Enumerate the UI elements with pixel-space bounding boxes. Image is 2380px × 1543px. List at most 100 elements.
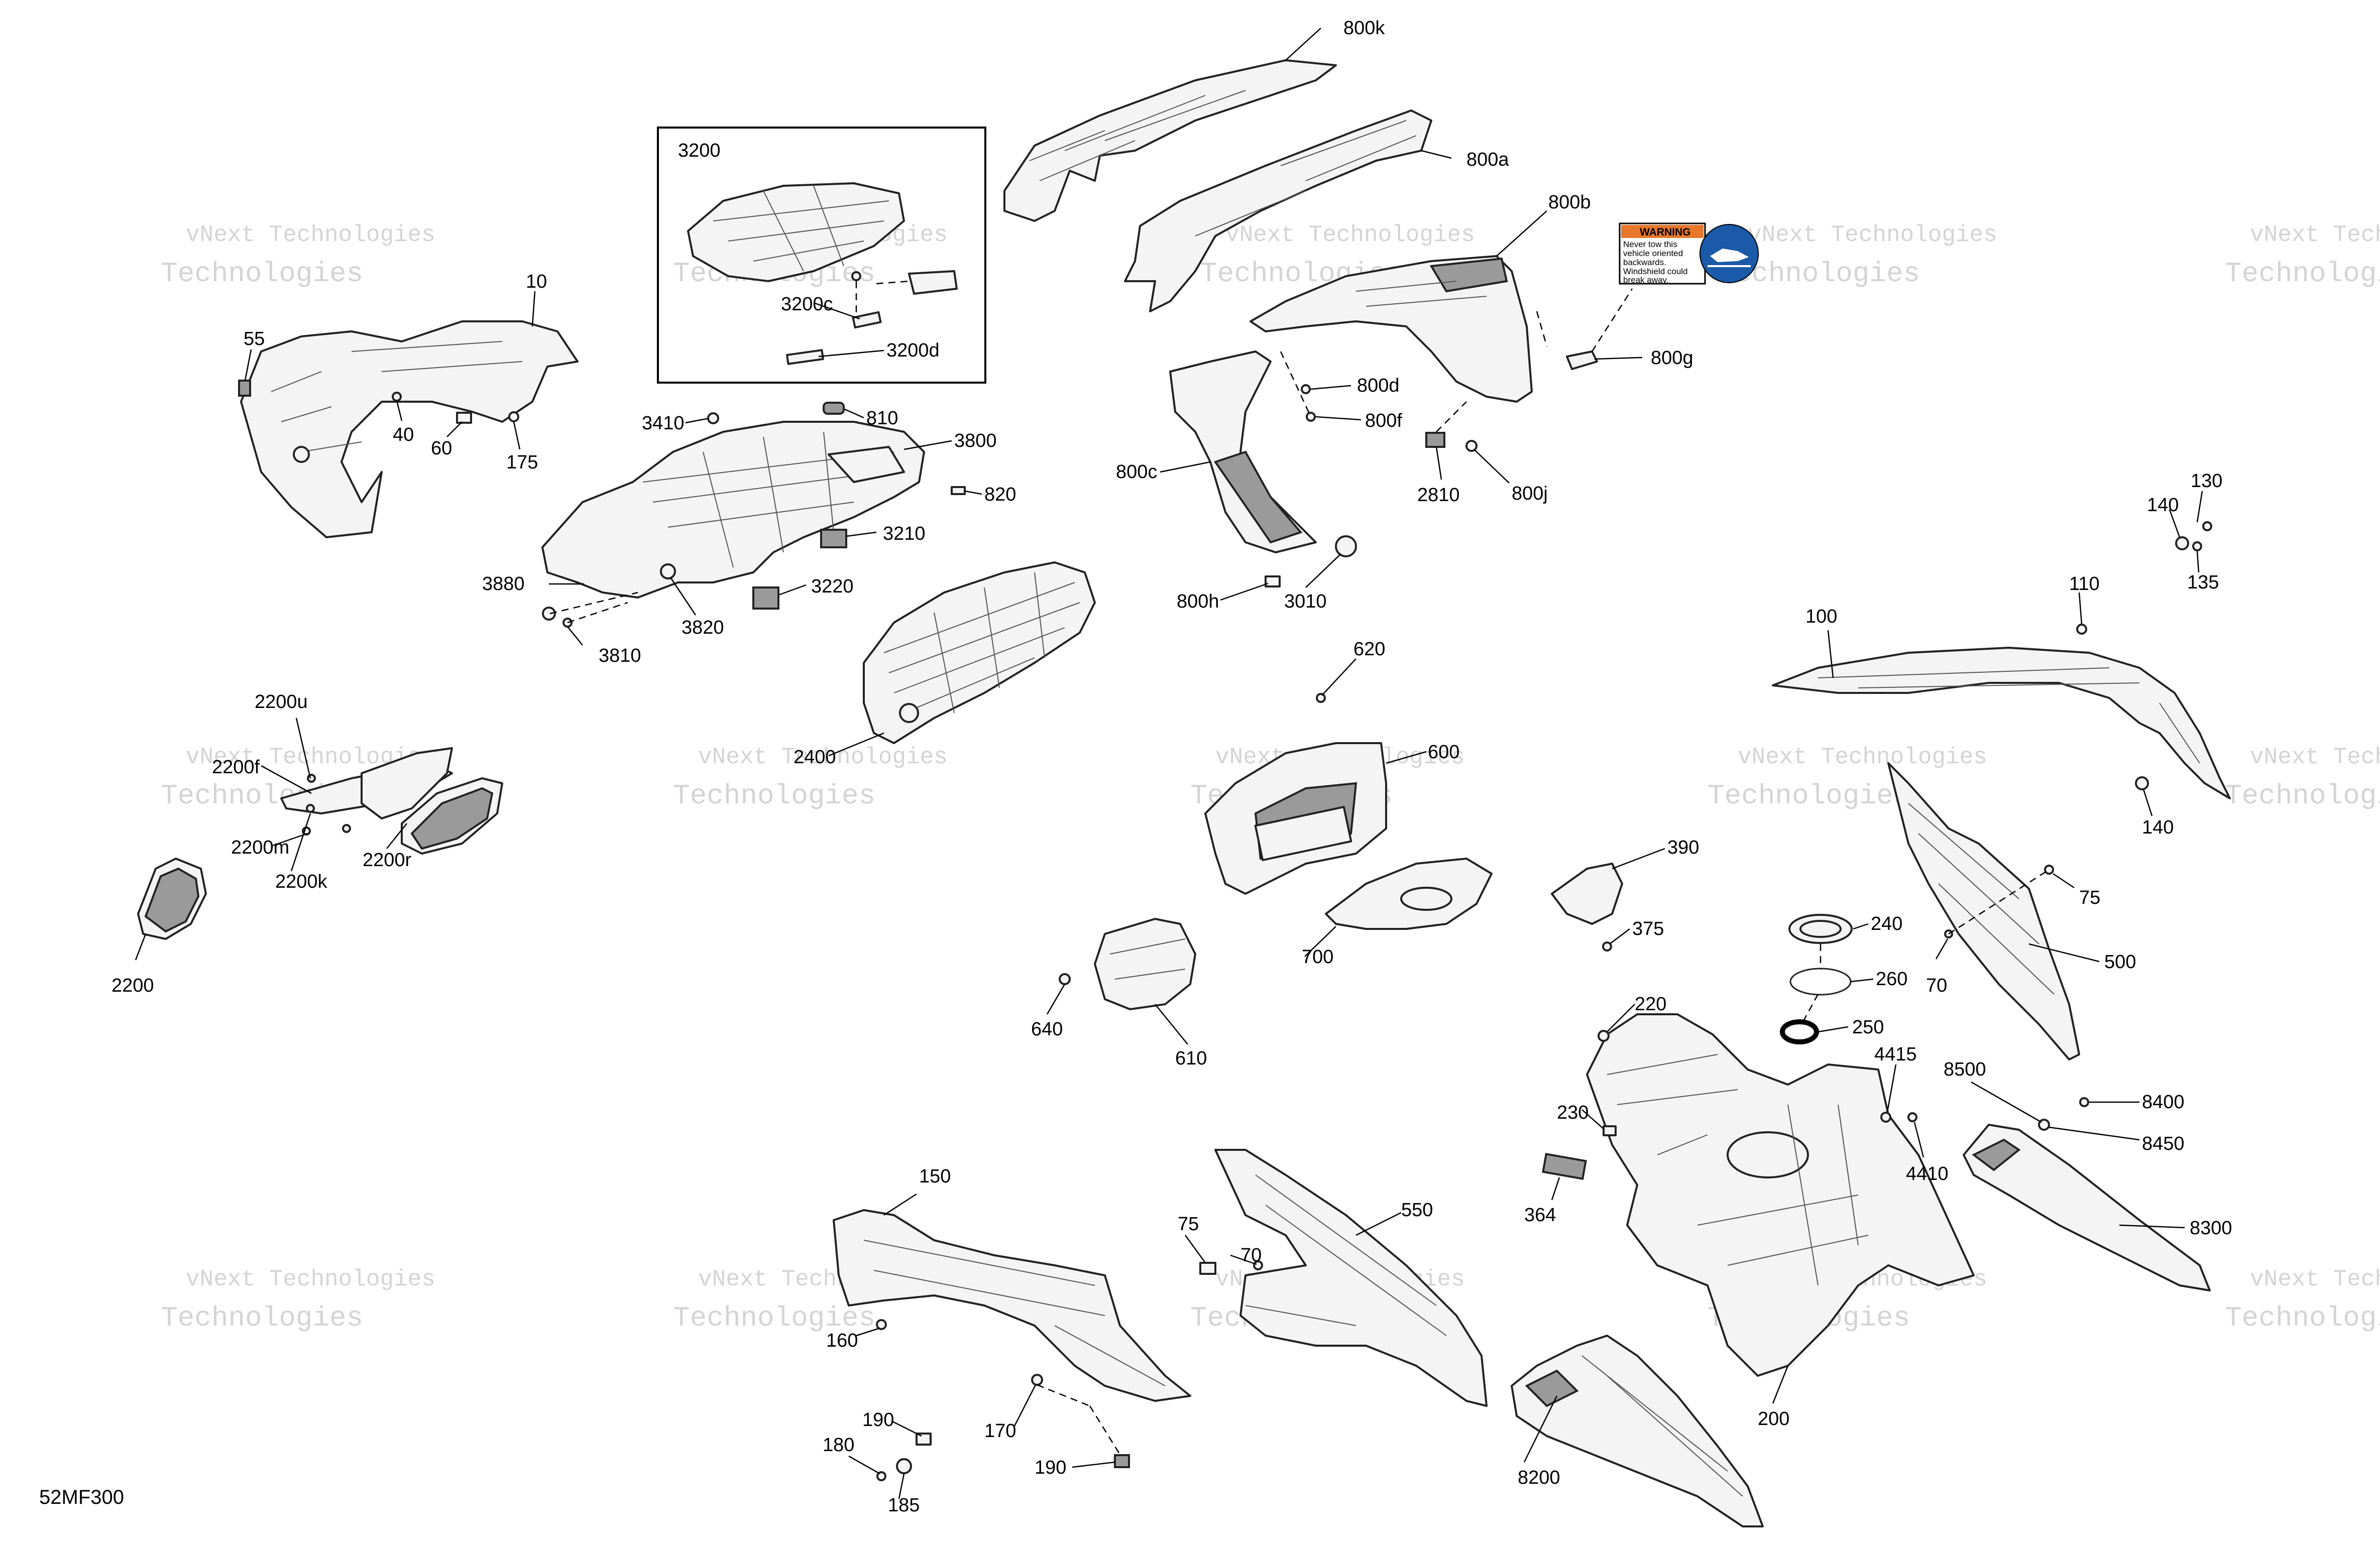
part-3200c-pad bbox=[852, 311, 882, 329]
part-640-nut bbox=[1059, 973, 1071, 985]
part-8200-panel bbox=[1511, 1335, 1764, 1527]
callout-700: 700 bbox=[1302, 946, 1333, 968]
callout-200: 200 bbox=[1758, 1408, 1789, 1430]
part-4410-nut bbox=[1907, 1112, 1917, 1122]
part-800c bbox=[1169, 350, 1317, 553]
callout-800h: 800h bbox=[1177, 591, 1219, 612]
watermark: vNext Technologies bbox=[1225, 222, 1475, 248]
inset-frame bbox=[657, 127, 986, 384]
callout-610: 610 bbox=[1175, 1048, 1207, 1069]
callout-110: 110 bbox=[2069, 573, 2100, 595]
callout-8300: 8300 bbox=[2190, 1218, 2232, 1239]
callout-140: 140 bbox=[2147, 495, 2179, 516]
callout-640: 640 bbox=[1031, 1019, 1063, 1040]
callout-75: 75 bbox=[2079, 887, 2100, 908]
callout-3880: 3880 bbox=[482, 573, 525, 595]
part-800g-decal bbox=[1566, 350, 1598, 370]
part-800k bbox=[1003, 59, 1337, 222]
watermarks: vNext Technologies Technologies vNext Te… bbox=[161, 222, 2380, 1334]
callout-2200u: 2200u bbox=[255, 691, 308, 713]
callout-8200: 8200 bbox=[1518, 1467, 1560, 1488]
part-3220-connector bbox=[752, 586, 779, 610]
warning-line: break away. bbox=[1623, 275, 1668, 285]
callout-3220: 3220 bbox=[811, 576, 854, 597]
part-190-nut-upper bbox=[916, 1433, 932, 1446]
callout-40: 40 bbox=[393, 424, 414, 445]
watermark: Technologies bbox=[673, 1302, 875, 1334]
callout-labels: 800k 800a 800b 800g 800d 800f 800c 2810 … bbox=[39, 18, 2232, 1516]
callout-130: 130 bbox=[2191, 470, 2222, 492]
callout-150: 150 bbox=[919, 1166, 951, 1187]
part-390-vent bbox=[1551, 863, 1623, 925]
callout-3800: 3800 bbox=[954, 430, 997, 451]
warning-decal: WARNING Never tow this vehicle oriented … bbox=[1619, 222, 1759, 285]
watermark: Technologies bbox=[161, 258, 363, 290]
callout-185: 185 bbox=[888, 1495, 920, 1516]
part-2200-mirrors bbox=[137, 747, 503, 940]
callout-390: 390 bbox=[1667, 837, 1699, 858]
warning-line: backwards. bbox=[1623, 258, 1666, 267]
callout-800c: 800c bbox=[1116, 461, 1157, 483]
callout-600: 600 bbox=[1428, 742, 1459, 763]
part-3010-washer bbox=[1335, 535, 1357, 557]
part-810-plug bbox=[823, 402, 845, 415]
leader-lines bbox=[135, 28, 2203, 1499]
watermark: vNext Technologies bbox=[2250, 744, 2380, 770]
watermark: Technologies bbox=[161, 1302, 363, 1334]
callout-3210: 3210 bbox=[883, 523, 926, 544]
part-70-clip-lower bbox=[1253, 1260, 1263, 1270]
callout-800k: 800k bbox=[1343, 18, 1385, 39]
part-190-nut-lower bbox=[1114, 1454, 1130, 1468]
callout-260: 260 bbox=[1876, 969, 1907, 990]
callout-4415: 4415 bbox=[1874, 1044, 1917, 1065]
callout-364: 364 bbox=[1524, 1205, 1556, 1226]
callout-230: 230 bbox=[1557, 1102, 1589, 1123]
watermark: vNext Technologies bbox=[2250, 1266, 2380, 1292]
callout-2200f: 2200f bbox=[212, 757, 260, 778]
callout-620: 620 bbox=[1353, 639, 1385, 660]
callout-3010: 3010 bbox=[1284, 591, 1327, 612]
callout-180: 180 bbox=[823, 1435, 854, 1456]
part-2810-grommet bbox=[1425, 432, 1445, 448]
callout-375: 375 bbox=[1632, 918, 1664, 939]
part-800f-screw bbox=[1306, 412, 1316, 422]
part-3200d-pad bbox=[786, 349, 824, 365]
callout-3810: 3810 bbox=[599, 645, 641, 666]
vehicle-pictogram-icon bbox=[1710, 249, 1749, 262]
callout-220: 220 bbox=[1635, 994, 1666, 1015]
callout-10: 10 bbox=[526, 271, 547, 292]
part-364-pad bbox=[1542, 1153, 1587, 1180]
watermark: vNext Technologies bbox=[1738, 744, 1987, 770]
callout-170: 170 bbox=[984, 1420, 1016, 1442]
callout-60: 60 bbox=[431, 438, 452, 459]
part-55-clip bbox=[238, 380, 251, 397]
part-60-screw bbox=[456, 412, 472, 424]
part-3200-connector bbox=[908, 270, 958, 295]
callout-800g: 800g bbox=[1651, 347, 1693, 369]
callout-3200c: 3200c bbox=[781, 294, 833, 315]
callout-70: 70 bbox=[1926, 975, 1947, 996]
warning-line: Never tow this bbox=[1623, 240, 1677, 249]
part-250-oring bbox=[1780, 1019, 1819, 1044]
callout-2200: 2200 bbox=[111, 975, 154, 996]
part-3880-nut bbox=[542, 607, 556, 621]
part-180-screw bbox=[876, 1471, 886, 1481]
part-820-clip bbox=[951, 486, 966, 495]
callout-800j: 800j bbox=[1512, 483, 1548, 504]
callout-2400: 2400 bbox=[794, 747, 836, 768]
callout-160: 160 bbox=[826, 1330, 858, 1351]
part-175-nut bbox=[508, 411, 519, 422]
warning-line: Windshield could bbox=[1623, 267, 1688, 276]
watermark: vNext Technologies bbox=[1748, 222, 1997, 248]
callout-135: 135 bbox=[2187, 572, 2219, 593]
warning-decal-header bbox=[1621, 225, 1704, 238]
callout-3410: 3410 bbox=[642, 413, 685, 434]
part-610-bracket bbox=[1094, 918, 1196, 1010]
callout-3820: 3820 bbox=[682, 617, 724, 638]
watermark: Technologies bbox=[2225, 780, 2380, 812]
watermark: vNext Technologies bbox=[698, 744, 948, 770]
watermark: Technologies bbox=[1708, 780, 1910, 812]
part-375-screw bbox=[1602, 941, 1612, 952]
part-800d-screw bbox=[1301, 384, 1311, 394]
part-4415-screw bbox=[1880, 1112, 1891, 1123]
